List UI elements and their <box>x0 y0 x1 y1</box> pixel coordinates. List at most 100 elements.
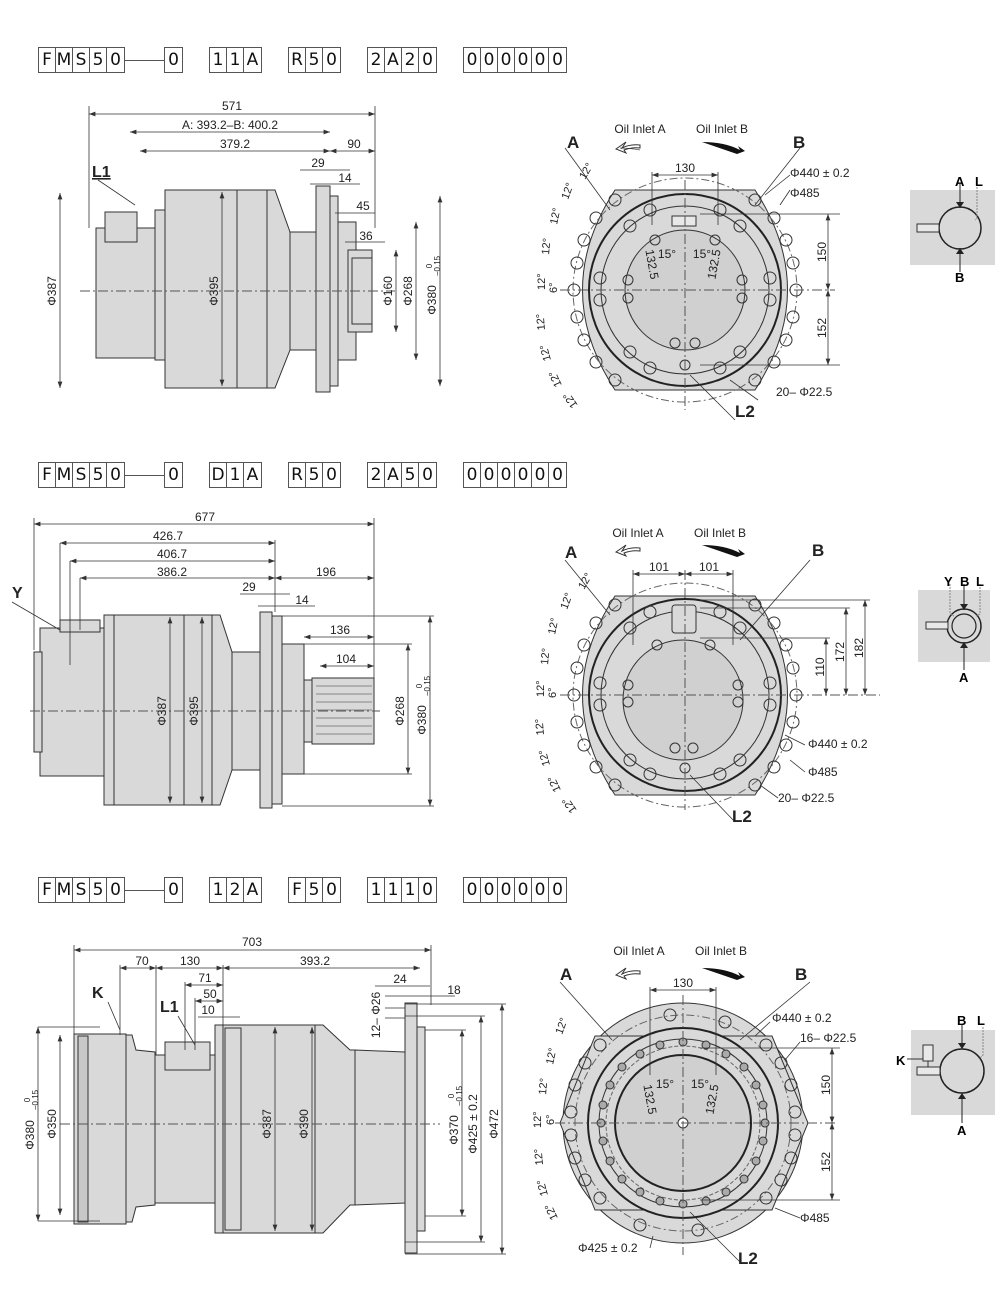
code-char: 0 <box>464 463 481 487</box>
dim-outer-485: Φ485 <box>808 765 838 779</box>
dim-150: 150 <box>815 242 829 262</box>
code-char: 0 <box>422 880 433 900</box>
port-label-l2: L2 <box>732 807 752 826</box>
dia-472: Φ472 <box>487 1109 501 1139</box>
code-char: R <box>289 48 306 72</box>
dia-380: Φ380 <box>425 285 439 315</box>
rotation-arrow-a <box>614 544 641 558</box>
dia-370: Φ370 <box>447 1115 461 1145</box>
code-char: 0 <box>552 50 563 70</box>
brake-spring-icon <box>922 1044 934 1062</box>
angle-label: 12° <box>537 1078 550 1096</box>
dim-152: 152 <box>815 318 829 338</box>
code-char: S <box>73 463 90 487</box>
code-char: 0 <box>498 463 515 487</box>
code-group-options: 2 A 2 0 <box>367 47 437 73</box>
dia-395: Φ395 <box>207 276 221 306</box>
code-char: 5 <box>90 48 107 72</box>
dim-36: 36 <box>359 229 373 243</box>
angle-15-right: 15° <box>691 1077 709 1091</box>
code-group-ratio: R 5 0 <box>288 47 341 73</box>
tol-lower: −0.15 <box>31 1089 40 1110</box>
front-view-2: Oil Inlet A Oil Inlet B A B L2 101 101 1… <box>534 526 880 826</box>
rotation-arrow-b <box>702 545 745 557</box>
code-char: 0 <box>532 48 549 72</box>
angle-label: 12° <box>561 390 580 411</box>
code-char: 0 <box>498 48 515 72</box>
code-char: 0 <box>326 50 337 70</box>
dia-380: Φ380 <box>415 705 429 735</box>
code-char: 0 <box>515 48 532 72</box>
tol-upper: 0 <box>23 1097 32 1102</box>
code-char: 0 <box>422 465 433 485</box>
angle-label: 12° <box>540 238 553 256</box>
tol-upper: 0 <box>447 1093 456 1098</box>
radius-right: 132.5 <box>703 1083 722 1115</box>
code-group-series: F M S 5 0 <box>38 47 125 73</box>
code-char: S <box>73 878 90 902</box>
schematic-port-a: A <box>957 1123 967 1138</box>
dim-426: 426.7 <box>153 529 183 543</box>
schematic-port-y: Y <box>944 574 953 589</box>
dim-136: 136 <box>330 623 350 637</box>
port-label-l2: L2 <box>735 402 755 421</box>
code-char: 0 <box>498 878 515 902</box>
code-char: 0 <box>422 50 433 70</box>
angle-label: 12° <box>534 718 547 736</box>
angle-label: 12° <box>543 1202 561 1222</box>
tol-lower: −0.15 <box>455 1085 464 1106</box>
dim-pcd-425: Φ425 ± 0.2 <box>578 1241 638 1255</box>
code-char: 0 <box>515 463 532 487</box>
code-char: M <box>56 48 73 72</box>
code-char: 5 <box>306 48 323 72</box>
code-char: 1 <box>385 878 402 902</box>
schematic-port-l: L <box>975 174 983 189</box>
dia-pcd-425: Φ425 ± 0.2 <box>466 1094 480 1154</box>
dim-130: 130 <box>675 161 695 175</box>
code-char: 0 <box>481 878 498 902</box>
dim-379: 379.2 <box>220 137 250 151</box>
code-char: 0 <box>552 880 563 900</box>
code-char: 5 <box>90 878 107 902</box>
code-char: 5 <box>90 463 107 487</box>
angle-15-left: 15° <box>656 1077 674 1091</box>
hydraulic-schematic-1: A L B <box>910 174 995 285</box>
front-view-3: Oil Inlet A Oil Inlet B A B L2 130 15° 1… <box>532 944 857 1268</box>
code-char: 0 <box>168 880 179 900</box>
code-char: 1 <box>368 878 385 902</box>
tol-upper: 0 <box>425 263 434 268</box>
code-char: F <box>39 463 56 487</box>
side-view-3: 703 70 130 393.2 71 50 10 24 18 12– Φ26 … <box>23 935 506 1255</box>
model-code-1: F M S 5 0 0 1 1 A R 5 0 2 A 2 0 0 0 0 0 … <box>38 46 567 74</box>
angle-label: 12° <box>535 680 547 697</box>
dia-395: Φ395 <box>187 696 201 726</box>
angle-label: 12° <box>547 369 565 389</box>
dim-182: 182 <box>852 638 866 658</box>
angle-label: 12° <box>559 591 576 611</box>
code-char: 0 <box>168 465 179 485</box>
tol-lower: −0.15 <box>433 255 442 276</box>
code-char: 0 <box>532 878 549 902</box>
dim-130: 130 <box>673 976 693 990</box>
code-char: 0 <box>552 465 563 485</box>
code-char: 0 <box>326 880 337 900</box>
angle-label: 6° <box>545 1114 557 1125</box>
code-dash <box>125 889 164 891</box>
dia-268: Φ268 <box>393 696 407 726</box>
port-label-l2: L2 <box>738 1249 758 1268</box>
angle-label: 12° <box>544 1047 559 1066</box>
code-dash <box>125 59 164 61</box>
dim-101-right: 101 <box>699 560 719 574</box>
schematic-port-b: B <box>960 574 969 589</box>
rotation-arrow-b <box>702 142 745 154</box>
code-char: 0 <box>464 878 481 902</box>
code-char: 2 <box>402 48 419 72</box>
dim-70: 70 <box>135 954 149 968</box>
dim-172: 172 <box>833 642 847 662</box>
code-char: R <box>289 463 306 487</box>
code-char: A <box>385 48 402 72</box>
dim-110: 110 <box>813 657 827 676</box>
dia-350: Φ350 <box>45 1109 59 1139</box>
code-char: 0 <box>110 465 121 485</box>
dim-406: 406.7 <box>157 547 187 561</box>
